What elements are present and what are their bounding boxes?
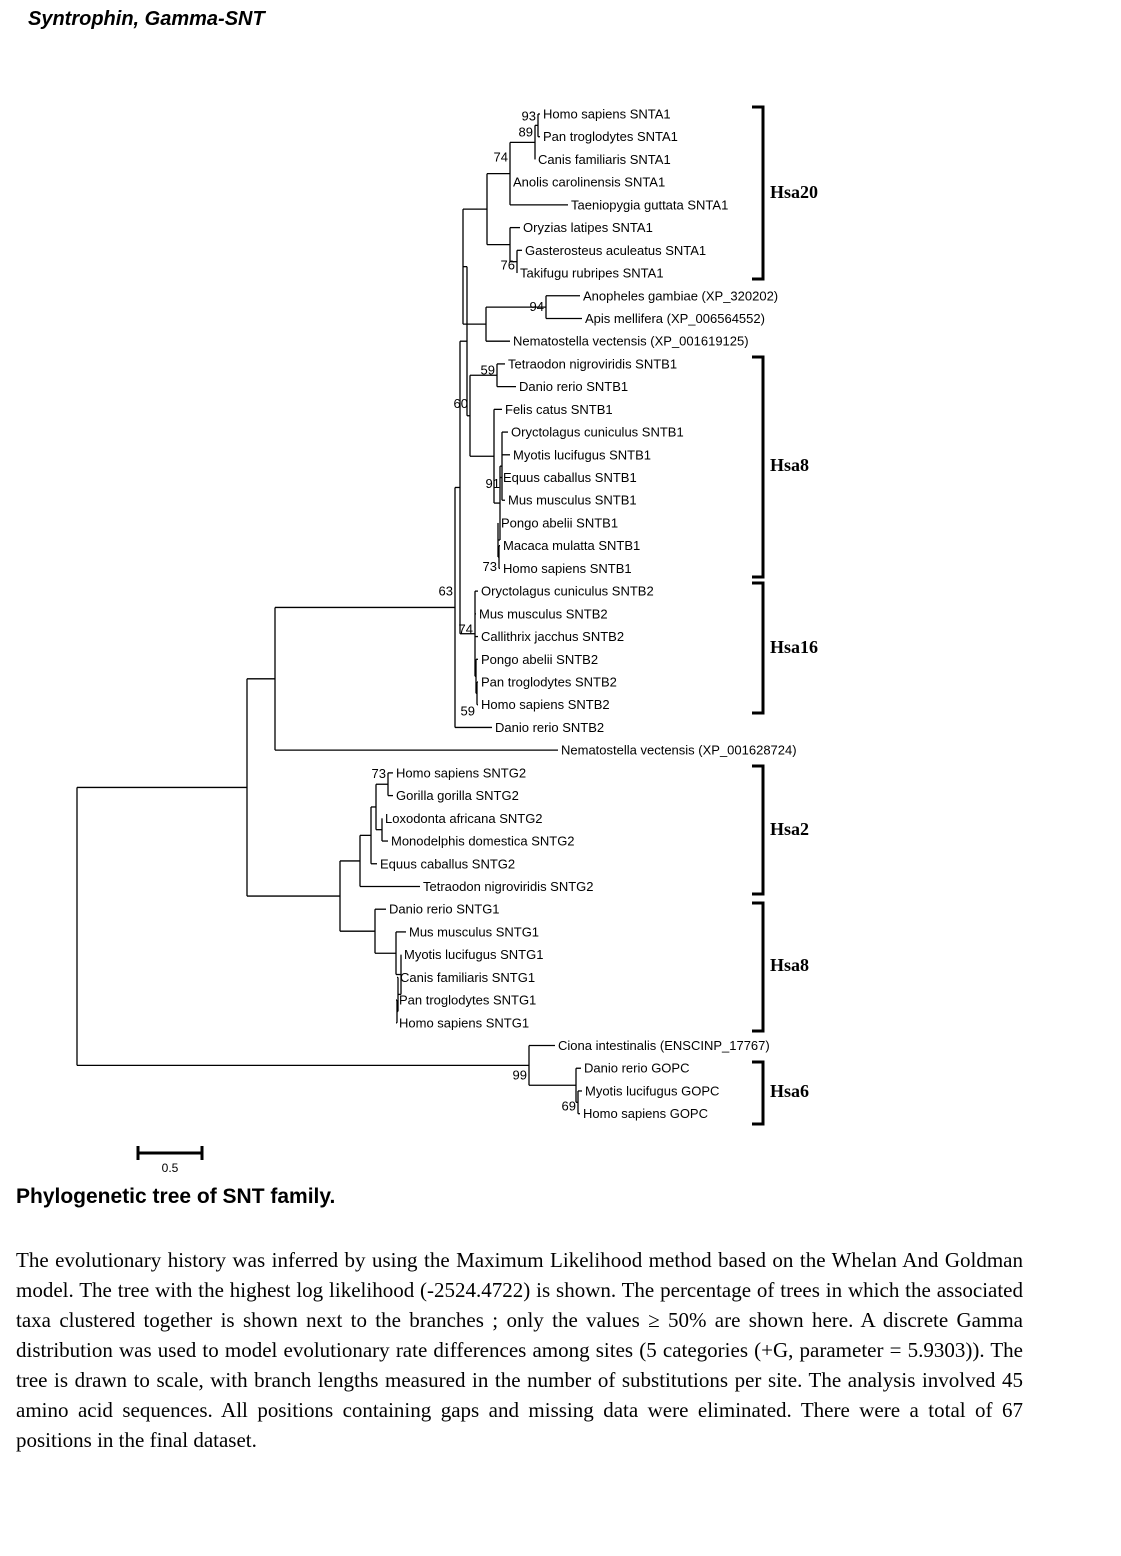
scale-bar-label: 0.5 bbox=[162, 1161, 179, 1175]
leaf-label: Mus musculus SNTB2 bbox=[479, 606, 608, 621]
leaf-label: Anolis carolinensis SNTA1 bbox=[513, 175, 665, 190]
bootstrap-value: 73 bbox=[483, 559, 497, 574]
group-brackets bbox=[752, 105, 765, 1126]
leaf-label: Oryzias latipes SNTA1 bbox=[523, 220, 653, 235]
leaf-label: Homo sapiens SNTB2 bbox=[481, 697, 610, 712]
leaf-label: Canis familiaris SNTA1 bbox=[538, 152, 671, 167]
leaf-label: Myotis lucifugus SNTB1 bbox=[513, 447, 651, 462]
leaf-label: Gorilla gorilla SNTG2 bbox=[396, 788, 519, 803]
leaf-label: Homo sapiens GOPC bbox=[583, 1106, 708, 1121]
leaf-label: Gasterosteus aculeatus SNTA1 bbox=[525, 243, 706, 258]
leaf-label: Pongo abelii SNTB2 bbox=[481, 652, 598, 667]
leaf-label: Danio rerio SNTB2 bbox=[495, 720, 604, 735]
figure-caption: Phylogenetic tree of SNT family. bbox=[16, 1185, 336, 1208]
page-title: Syntrophin, Gamma-SNT bbox=[28, 8, 265, 30]
leaf-label: Homo sapiens SNTG2 bbox=[396, 765, 526, 780]
leaf-label: Ciona intestinalis (ENSCINP_17767) bbox=[558, 1038, 770, 1053]
leaf-label: Equus caballus SNTG2 bbox=[380, 856, 515, 871]
bootstrap-value: 69 bbox=[562, 1098, 576, 1113]
leaf-label: Homo sapiens SNTA1 bbox=[543, 107, 671, 122]
leaf-label: Pan troglodytes SNTA1 bbox=[543, 129, 678, 144]
group-label: Hsa8 bbox=[770, 955, 809, 975]
group-bracket bbox=[752, 105, 765, 281]
bootstrap-value: 63 bbox=[439, 583, 453, 598]
bootstrap-value: 76 bbox=[501, 258, 515, 273]
leaf-label: Danio rerio SNTG1 bbox=[389, 902, 500, 917]
leaf-label: Homo sapiens SNTG1 bbox=[399, 1015, 529, 1030]
scale-bar: 0.5 bbox=[136, 1146, 204, 1175]
bootstrap-value: 94 bbox=[530, 299, 544, 314]
leaf-label: Equus caballus SNTB1 bbox=[503, 470, 637, 485]
group-label: Hsa20 bbox=[770, 182, 818, 202]
bootstrap-value: 73 bbox=[372, 766, 386, 781]
leaf-label: Macaca mulatta SNTB1 bbox=[503, 538, 640, 553]
leaf-label: Tetraodon nigroviridis SNTB1 bbox=[508, 356, 677, 371]
leaf-label: Takifugu rubripes SNTA1 bbox=[520, 266, 664, 281]
leaf-label: Loxodonta africana SNTG2 bbox=[385, 811, 543, 826]
bootstrap-value: 59 bbox=[461, 703, 475, 718]
leaf-label: Nematostella vectensis (XP_001619125) bbox=[513, 334, 749, 349]
group-bracket bbox=[752, 764, 765, 896]
figure-description: The evolutionary history was inferred by… bbox=[16, 1248, 1023, 1452]
leaf-label: Nematostella vectensis (XP_001628724) bbox=[561, 743, 797, 758]
bootstrap-value: 91 bbox=[486, 476, 500, 491]
leaf-label: Pan troglodytes SNTG1 bbox=[399, 993, 536, 1008]
bootstrap-value: 74 bbox=[494, 150, 508, 165]
leaf-label: Oryctolagus cuniculus SNTB1 bbox=[511, 425, 684, 440]
leaf-label: Homo sapiens SNTB1 bbox=[503, 561, 632, 576]
leaf-label: Danio rerio GOPC bbox=[584, 1061, 689, 1076]
bootstrap-value: 89 bbox=[519, 124, 533, 139]
bootstrap-value: 74 bbox=[459, 622, 473, 637]
leaf-label: Pan troglodytes SNTB2 bbox=[481, 675, 617, 690]
bootstrap-value: 60 bbox=[454, 396, 468, 411]
leaf-label: Danio rerio SNTB1 bbox=[519, 379, 628, 394]
group-label: Hsa2 bbox=[770, 819, 809, 839]
group-label: Hsa6 bbox=[770, 1081, 809, 1101]
leaf-label: Oryctolagus cuniculus SNTB2 bbox=[481, 584, 654, 599]
leaf-label: Felis catus SNTB1 bbox=[505, 402, 613, 417]
leaf-label: Taeniopygia guttata SNTA1 bbox=[571, 197, 728, 212]
tree-branches bbox=[76, 113, 582, 1115]
group-bracket bbox=[752, 901, 765, 1033]
leaf-label: Anopheles gambiae (XP_320202) bbox=[583, 288, 778, 303]
leaf-label: Mus musculus SNTB1 bbox=[508, 493, 637, 508]
group-bracket bbox=[752, 1060, 765, 1126]
leaf-label: Monodelphis domestica SNTG2 bbox=[391, 834, 575, 849]
group-label: Hsa8 bbox=[770, 455, 809, 475]
leaf-label: Callithrix jacchus SNTB2 bbox=[481, 629, 624, 644]
leaf-label: Canis familiaris SNTG1 bbox=[400, 970, 535, 985]
bootstrap-value: 93 bbox=[522, 108, 536, 123]
leaf-label: Myotis lucifugus GOPC bbox=[585, 1083, 719, 1098]
leaf-label: Tetraodon nigroviridis SNTG2 bbox=[423, 879, 594, 894]
group-bracket bbox=[752, 581, 765, 715]
leaf-label: Apis mellifera (XP_006564552) bbox=[585, 311, 765, 326]
group-bracket bbox=[752, 355, 765, 579]
bootstrap-value: 99 bbox=[513, 1067, 527, 1082]
group-label: Hsa16 bbox=[770, 637, 818, 657]
leaf-label: Myotis lucifugus SNTG1 bbox=[404, 947, 543, 962]
bootstrap-value: 59 bbox=[481, 362, 495, 377]
leaf-label: Pongo abelii SNTB1 bbox=[501, 515, 618, 530]
leaf-label: Mus musculus SNTG1 bbox=[409, 924, 539, 939]
